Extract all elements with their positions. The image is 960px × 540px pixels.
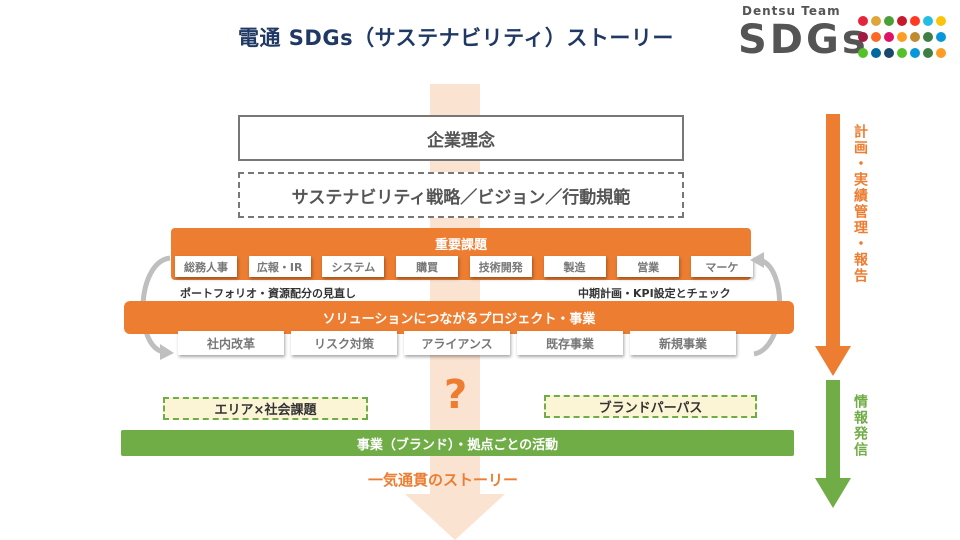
key-issue-chip: 営業 xyxy=(617,256,680,277)
sdg-dot xyxy=(871,16,881,26)
sdg-dot xyxy=(936,48,946,58)
area-issue-label: エリア×社会課題 xyxy=(214,403,317,418)
sdg-dot xyxy=(923,16,933,26)
corporate-philosophy-box: 企業理念 xyxy=(238,115,684,161)
sdg-dot xyxy=(910,16,920,26)
planning-label: 計画・実績管理・報告 xyxy=(852,124,868,284)
solution-chip: リスク対策 xyxy=(291,331,397,355)
strategy-label: サステナビリティ戦略／ビジョン／行動規範 xyxy=(291,187,631,208)
strategy-box: サステナビリティ戦略／ビジョン／行動規範 xyxy=(238,172,684,218)
solution-chip: 新規事業 xyxy=(630,331,736,355)
key-issues-label: 重要課題 xyxy=(434,238,487,253)
sdg-dot xyxy=(936,32,946,42)
key-issue-chip: 購買 xyxy=(396,256,459,277)
sdg-dot xyxy=(884,32,894,42)
sdg-dot xyxy=(897,16,907,26)
sdg-dot xyxy=(884,16,894,26)
sdg-dot xyxy=(910,32,920,42)
key-issue-chip: マーケ xyxy=(690,256,753,277)
solution-chip: 社内改革 xyxy=(178,331,284,355)
sdg-dot xyxy=(871,32,881,42)
sdg-dot xyxy=(871,48,881,58)
info-label: 情報発信 xyxy=(852,394,868,458)
sdg-dot xyxy=(858,16,868,26)
story-label: 一気通貫のストーリー xyxy=(368,471,519,489)
solution-chip: アライアンス xyxy=(404,331,510,355)
page-title: 電通 SDGs（サステナビリティ）ストーリー xyxy=(238,26,674,50)
solutions-label: ソリューションにつながるプロジェクト・事業 xyxy=(322,312,596,327)
corporate-philosophy-label: 企業理念 xyxy=(427,130,495,151)
key-issue-chip: 製造 xyxy=(543,256,606,277)
logo-big-text: SDGs xyxy=(738,17,869,63)
planning-arrow xyxy=(815,114,851,376)
sdg-dot xyxy=(910,48,920,58)
sdg-dot xyxy=(923,48,933,58)
info-arrow xyxy=(815,380,851,508)
sdgs-dots-logo xyxy=(858,16,948,64)
brand-purpose-box: ブランドパーパス xyxy=(544,395,757,418)
business-activities-band: 事業（ブランド）・拠点ごとの活動 xyxy=(121,430,794,456)
mid-term-plan-note: 中期計画・KPI設定とチェック xyxy=(578,287,731,300)
sdg-dot xyxy=(936,16,946,26)
business-activities-label: 事業（ブランド）・拠点ごとの活動 xyxy=(356,437,559,453)
key-issue-chip: システム xyxy=(322,256,385,277)
sdg-dot xyxy=(858,48,868,58)
solution-chip: 既存事業 xyxy=(517,331,623,355)
key-issue-chip: 技術開発 xyxy=(469,256,532,277)
sdg-dot xyxy=(923,32,933,42)
sdg-dot xyxy=(858,32,868,42)
key-issue-chip: 広報・IR xyxy=(248,256,311,277)
sdg-dot xyxy=(897,32,907,42)
key-issue-chip: 総務人事 xyxy=(175,256,237,277)
sdg-dot xyxy=(897,48,907,58)
sdg-dot xyxy=(884,48,894,58)
solutions-band: ソリューションにつながるプロジェクト・事業 xyxy=(124,301,794,334)
area-issue-box: エリア×社会課題 xyxy=(163,397,368,420)
question-mark: ? xyxy=(444,372,468,418)
brand-purpose-label: ブランドパーパス xyxy=(598,401,703,416)
logo-small-text: Dentsu Team xyxy=(742,4,841,18)
portfolio-note: ポートフォリオ・資源配分の見直し xyxy=(180,287,356,300)
